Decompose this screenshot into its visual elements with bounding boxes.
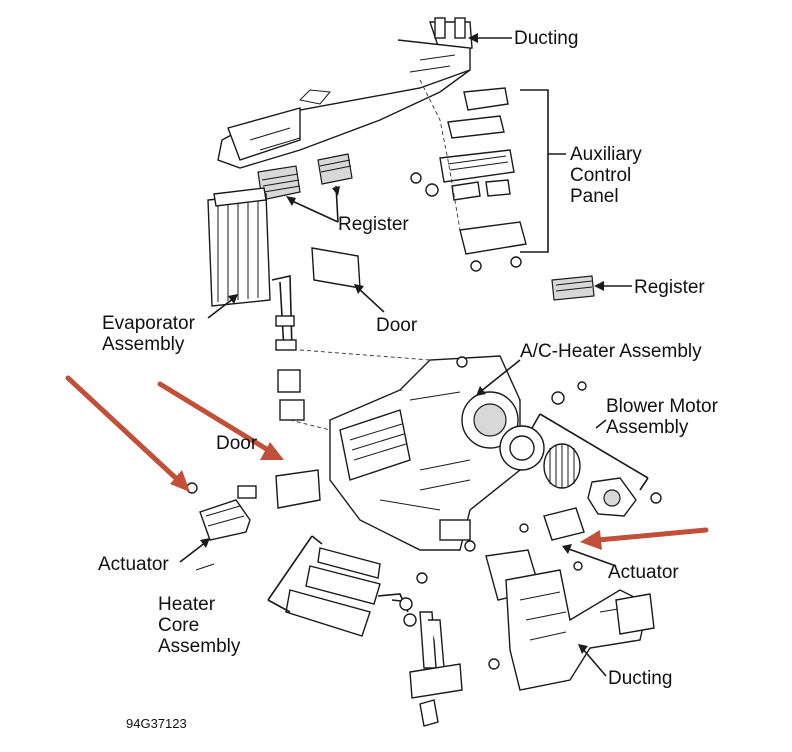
label-door-upper: Door: [376, 315, 418, 336]
heater-tube-part: [409, 572, 463, 727]
label-ducting-top: Ducting: [514, 28, 579, 49]
label-blower-line1: Blower Motor: [606, 396, 718, 417]
actuator-right-part: [464, 507, 585, 571]
red-arrow-2: [157, 381, 271, 453]
red-arrow-1: [65, 375, 183, 485]
label-aux-panel-line3: Panel: [570, 186, 619, 207]
register-right-part: [551, 275, 595, 301]
door-lower-part: [275, 469, 321, 509]
red-arrow-2-head: [260, 442, 284, 460]
evaporator-part: [207, 187, 305, 421]
actuator-left-part: [186, 482, 257, 571]
register-vents-top: [257, 153, 353, 201]
red-arrow-1-head: [170, 470, 190, 492]
door-upper-part: [311, 247, 361, 289]
label-register-right: Register: [634, 277, 705, 298]
label-actuator-left: Actuator: [98, 554, 169, 575]
label-ac-heater: A/C-Heater Assembly: [520, 341, 702, 362]
blower-motor-part: [499, 381, 662, 517]
figure-code: 94G37123: [126, 716, 187, 731]
label-blower-line2: Assembly: [606, 417, 689, 438]
label-aux-panel-line1: Auxiliary: [570, 144, 642, 165]
label-evaporator-line1: Evaporator: [102, 313, 195, 334]
label-heater-core-line3: Assembly: [158, 636, 241, 657]
aux-control-parts: [410, 79, 527, 272]
heater-core-part: [285, 547, 417, 637]
label-heater-core-line2: Core: [158, 615, 200, 636]
label-aux-panel-line2: Control: [570, 165, 632, 186]
bottom-ducting-part: [485, 549, 655, 691]
label-register-mid: Register: [338, 214, 409, 235]
red-arrow-3: [595, 527, 709, 543]
label-door-lower: Door: [216, 433, 258, 454]
label-heater-core-line1: Heater: [158, 594, 216, 615]
annotation-arrows: [65, 375, 709, 550]
ac-heater-assembly-part: [289, 349, 521, 551]
label-actuator-right: Actuator: [608, 562, 679, 583]
top-ducting-part: [217, 17, 473, 169]
label-evaporator-line2: Assembly: [102, 334, 185, 355]
label-ducting-bottom: Ducting: [608, 668, 673, 689]
red-arrow-3-head: [580, 530, 602, 550]
